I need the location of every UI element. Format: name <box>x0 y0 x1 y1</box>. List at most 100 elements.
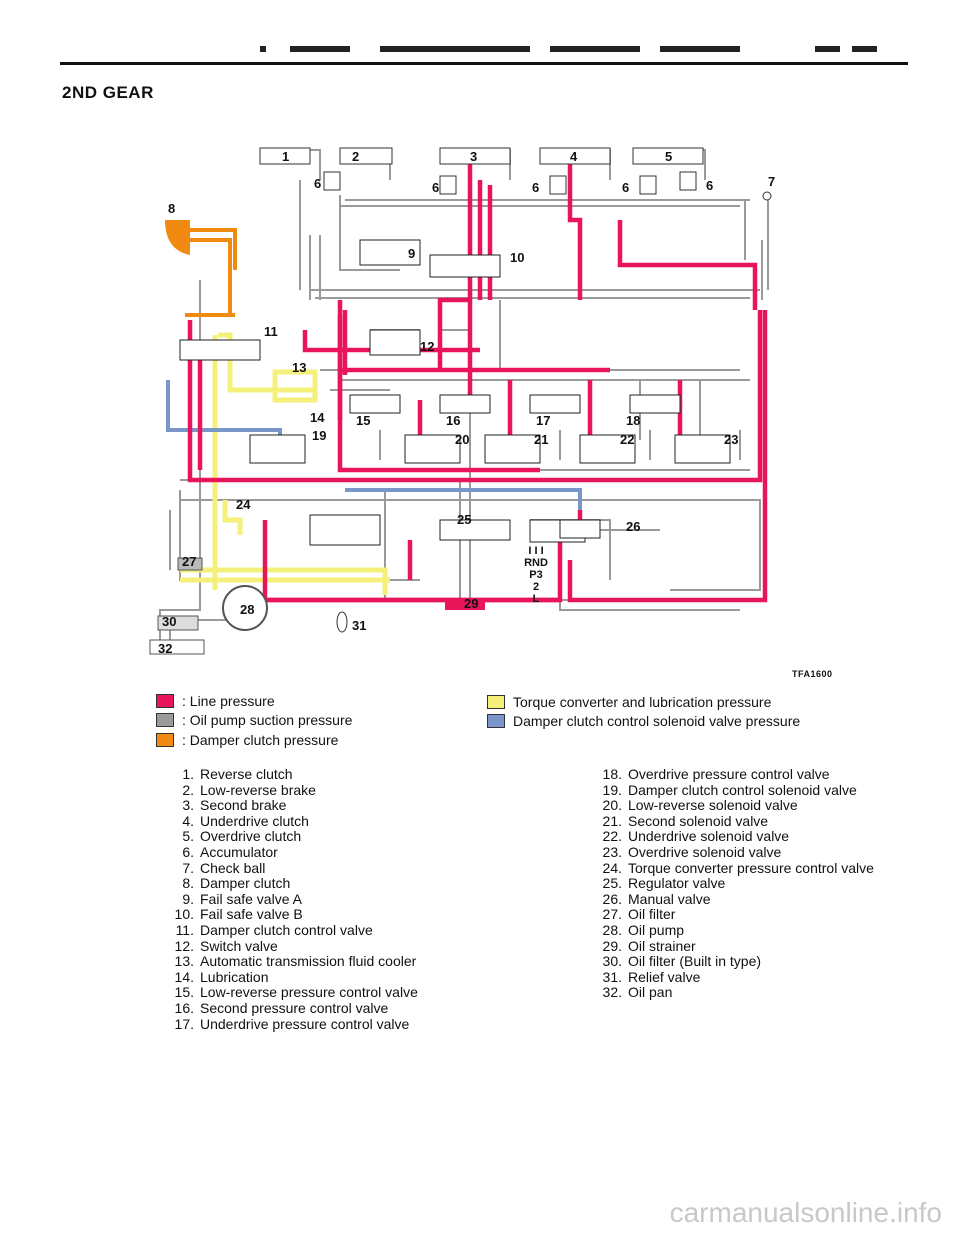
part-item: 6.Accumulator <box>168 843 450 861</box>
part-number: 29. <box>602 937 622 954</box>
valve-body <box>369 329 421 356</box>
part-item: 4.Underdrive clutch <box>168 812 450 830</box>
part-name: Relief valve <box>628 968 701 985</box>
part-name: Check ball <box>200 859 266 876</box>
part-name: Automatic transmission fluid cooler <box>200 953 417 970</box>
accumulator <box>549 175 567 195</box>
component-number-label: 15 <box>356 413 370 428</box>
part-number: 25. <box>602 875 622 892</box>
shift-position-label: L <box>533 593 540 605</box>
drain-line <box>299 180 750 290</box>
part-number: 6. <box>182 843 194 860</box>
part-number: 5. <box>182 828 194 845</box>
part-number: 19. <box>602 781 622 798</box>
page-title: 2ND GEAR <box>62 83 154 102</box>
line-pressure <box>437 160 583 400</box>
valve-body <box>429 254 501 278</box>
component-number-label: 27 <box>182 554 196 569</box>
part-number: 20. <box>602 797 622 814</box>
component-number-label: 16 <box>446 413 460 428</box>
shift-position-label: RND <box>524 557 548 569</box>
part-number: 7. <box>182 859 194 876</box>
line-pressure <box>250 310 768 603</box>
valve-body <box>484 434 541 464</box>
component-number-label: 3 <box>470 149 477 164</box>
valve-body <box>439 394 491 414</box>
part-item: 25. Regulator valve <box>596 876 878 892</box>
legend-damper-pressure: : Damper clutch pressure <box>156 732 338 748</box>
component-number-label: 24 <box>236 497 251 512</box>
valve-body <box>439 519 511 541</box>
component-number-label: 19 <box>312 428 326 443</box>
part-name: Underdrive clutch <box>200 812 309 829</box>
valve-body <box>404 434 461 464</box>
legend-swatch <box>156 733 174 747</box>
part-number: 14. <box>174 968 194 985</box>
line-pressure <box>197 315 583 603</box>
part-number: 32. <box>602 984 622 1001</box>
header-rule <box>60 62 908 65</box>
part-number: 18. <box>602 766 622 782</box>
oil-strainer <box>445 598 485 610</box>
part-item: 2.Low-reverse brake <box>168 782 450 799</box>
part-item: 11.Damper clutch control valve <box>168 922 450 939</box>
part-item: 28. Oil pump <box>596 921 878 939</box>
part-item: 5. Overdrive clutch <box>168 829 450 845</box>
component-number-label: 14 <box>310 410 325 425</box>
component-number-label: 10 <box>510 250 524 265</box>
legend-swatch <box>487 695 505 709</box>
line-pressure-lines <box>187 160 768 603</box>
part-number: 1. <box>182 766 194 782</box>
part-name: Oil pump <box>628 921 685 938</box>
part-name: Overdrive clutch <box>200 828 302 845</box>
oil-filter <box>177 557 203 571</box>
component-number-label: 32 <box>158 641 172 656</box>
component-number-label: 30 <box>162 614 176 629</box>
legend-solenoid-pressure: Damper clutch control solenoid valve pre… <box>487 713 800 729</box>
part-name: Underdrive solenoid valve <box>628 828 790 845</box>
part-item: 19. Damper clutch control solenoid valve <box>596 781 878 799</box>
legend-swatch <box>156 694 174 708</box>
component-number-label: 5 <box>665 149 672 164</box>
component-number-label: 6 <box>622 180 629 195</box>
damper-clutch-body <box>165 220 190 255</box>
part-item: 27.Oil filter <box>596 907 878 923</box>
legend-suction-pressure: : Oil pump suction pressure <box>156 712 352 728</box>
valve-body <box>529 394 581 414</box>
accumulator <box>439 175 457 195</box>
shift-position-label: 2 <box>533 581 539 593</box>
part-name: Second brake <box>200 797 287 814</box>
part-name: Lubrication <box>200 968 269 985</box>
part-item: 26.Manual valve <box>596 891 878 908</box>
legend-label: : Oil pump suction pressure <box>182 712 353 728</box>
figure-id: TFA1600 <box>792 669 833 679</box>
part-item: 21.Second solenoid valve <box>596 813 878 830</box>
legend-swatch <box>156 713 174 727</box>
part-name: Damper clutch control solenoid valve <box>628 781 857 798</box>
part-name: Regulator valve <box>628 875 726 892</box>
valve-body <box>349 394 401 414</box>
part-item: 22.Underdrive solenoid valve <box>596 829 878 845</box>
cooler-loop <box>272 369 318 403</box>
accumulator <box>639 175 657 195</box>
component-number-label: 18 <box>626 413 640 428</box>
part-item: 7. Check ball <box>168 859 450 877</box>
component-number-label: 4 <box>570 149 578 164</box>
component-number-label: 17 <box>536 413 550 428</box>
component-number-label: 26 <box>626 519 640 534</box>
part-item: 30.Oil filter (Built in type) <box>596 954 878 970</box>
drain-line <box>310 289 760 610</box>
legend-label: Torque converter and lubrication pressur… <box>513 694 772 710</box>
component-number-label: 9 <box>408 246 415 261</box>
line-pressure <box>477 180 758 310</box>
legend-torque-pressure: Torque converter and lubrication pressur… <box>487 694 771 710</box>
part-item: 17.Underdrive pressure control valve <box>168 1016 450 1033</box>
part-number: 10. <box>174 906 194 923</box>
shift-position-label: P3 <box>529 569 542 581</box>
part-name: Low-reverse solenoid valve <box>628 797 798 814</box>
part-name: Overdrive pressure control valve <box>628 766 830 782</box>
legend-line-pressure: : Line pressure <box>156 693 275 709</box>
part-number: 28. <box>602 921 622 938</box>
part-item: 18. Overdrive pressure control valve <box>596 766 878 783</box>
